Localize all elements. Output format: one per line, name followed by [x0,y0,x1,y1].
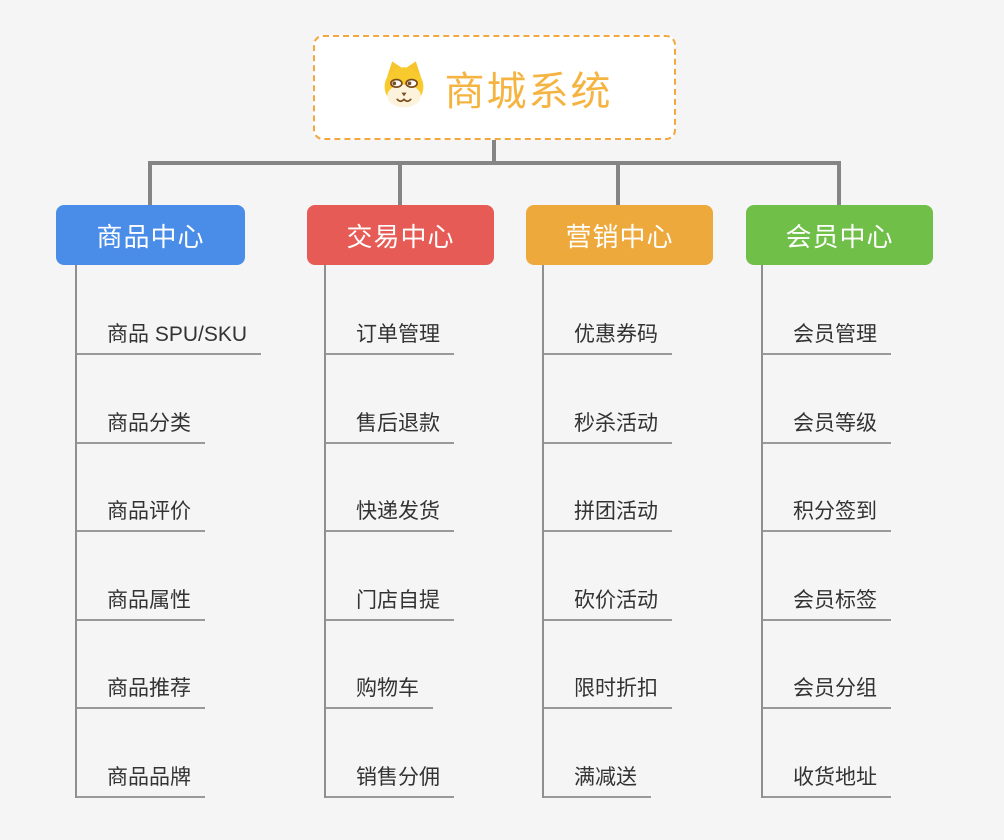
leaf-label: 销售分佣 [326,761,454,798]
connector-root-drop [492,140,496,163]
leaf-node[interactable]: 拼团活动 [544,444,672,533]
leaf-label: 门店自提 [326,584,454,621]
leaf-node[interactable]: 商品推荐 [77,621,261,710]
branch-children-member: 会员管理 会员等级 积分签到 会员标签 会员分组 收货地址 [761,265,891,798]
branch-node-member-center[interactable]: 会员中心 [746,205,933,265]
leaf-label: 砍价活动 [544,584,672,621]
leaf-label: 会员管理 [763,318,891,355]
leaf-node[interactable]: 会员分组 [763,621,891,710]
leaf-label: 会员等级 [763,407,891,444]
leaf-node[interactable]: 商品 SPU/SKU [77,265,262,355]
leaf-node[interactable]: 满减送 [544,709,672,798]
leaf-node[interactable]: 商品属性 [77,532,261,621]
leaf-node[interactable]: 商品评价 [77,444,261,533]
leaf-label: 商品属性 [77,584,205,621]
leaf-node[interactable]: 商品品牌 [77,709,261,798]
leaf-label: 优惠券码 [544,318,672,355]
leaf-node[interactable]: 收货地址 [763,709,891,798]
branch-node-marketing-center[interactable]: 营销中心 [526,205,713,265]
leaf-label: 收货地址 [763,761,891,798]
leaf-node[interactable]: 门店自提 [326,532,454,621]
leaf-label: 秒杀活动 [544,407,672,444]
leaf-label: 商品 SPU/SKU [77,318,262,355]
connector-drop-member [837,163,841,207]
branch-children-trade: 订单管理 售后退款 快递发货 门店自提 购物车 销售分佣 [324,265,454,798]
leaf-node[interactable]: 快递发货 [326,444,454,533]
branch-children-marketing: 优惠券码 秒杀活动 拼团活动 砍价活动 限时折扣 满减送 [542,265,672,798]
leaf-node[interactable]: 积分签到 [763,444,891,533]
connector-bus [148,161,841,165]
leaf-node[interactable]: 会员管理 [763,265,891,355]
leaf-label: 商品推荐 [77,672,205,710]
root-node-mall-system[interactable]: 商城系统 [313,35,676,140]
leaf-node[interactable]: 销售分佣 [326,709,454,798]
connector-drop-trade [398,163,402,207]
leaf-node[interactable]: 售后退款 [326,355,454,444]
shiba-dog-icon [377,58,431,117]
leaf-node[interactable]: 砍价活动 [544,532,672,621]
leaf-label: 订单管理 [326,318,454,355]
branch-children-product: 商品 SPU/SKU 商品分类 商品评价 商品属性 商品推荐 商品品牌 [75,265,262,798]
leaf-label: 会员标签 [763,584,891,621]
leaf-node[interactable]: 购物车 [326,621,454,710]
leaf-node[interactable]: 会员标签 [763,532,891,621]
leaf-node[interactable]: 商品分类 [77,355,261,444]
leaf-node[interactable]: 限时折扣 [544,621,672,710]
leaf-node[interactable]: 会员等级 [763,355,891,444]
branch-node-trade-center[interactable]: 交易中心 [307,205,494,265]
leaf-label: 积分签到 [763,495,891,533]
leaf-label: 快递发货 [326,495,454,533]
leaf-label: 拼团活动 [544,495,672,533]
leaf-label: 限时折扣 [544,672,672,710]
leaf-label: 商品评价 [77,495,205,533]
leaf-node[interactable]: 订单管理 [326,265,454,355]
connector-drop-product [148,163,152,207]
leaf-label: 会员分组 [763,672,891,710]
leaf-node[interactable]: 秒杀活动 [544,355,672,444]
leaf-label: 售后退款 [326,407,454,444]
leaf-label: 购物车 [326,672,433,710]
leaf-label: 商品品牌 [77,761,205,798]
root-title: 商城系统 [444,69,613,114]
leaf-node[interactable]: 优惠券码 [544,265,672,355]
leaf-label: 商品分类 [77,407,205,444]
leaf-label: 满减送 [544,761,651,798]
connector-drop-marketing [616,163,620,207]
branch-node-product-center[interactable]: 商品中心 [56,205,245,265]
